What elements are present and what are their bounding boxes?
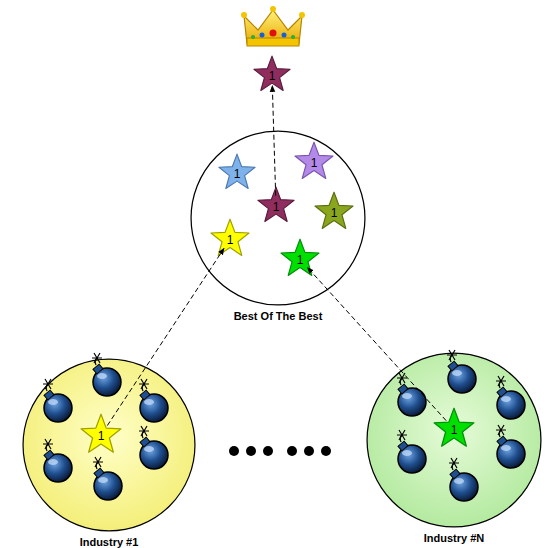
star-node: 1: [433, 407, 475, 449]
group-circle: Industry #N1: [366, 352, 542, 528]
star-node: 1: [218, 153, 256, 191]
group-label: Best Of The Best: [234, 310, 323, 322]
star-node: 1: [314, 191, 354, 231]
rank-number: 1: [314, 207, 354, 219]
group-circle: Industry #11: [22, 358, 196, 532]
dashed-connector: [107, 248, 224, 425]
rank-number: 1: [218, 168, 256, 180]
group-label: Industry #1: [80, 536, 139, 548]
rank-number: 1: [433, 424, 475, 436]
rank-number: 1: [294, 157, 334, 169]
star-node: 1: [80, 413, 122, 455]
crown: [241, 6, 305, 46]
group-circle: Best Of The Best111111: [190, 130, 366, 306]
rank-number: 1: [280, 254, 320, 266]
star-node: 1: [253, 55, 291, 93]
dashed-connector: [307, 267, 446, 420]
star-node: 1: [280, 238, 320, 278]
rank-number: 1: [257, 201, 295, 213]
rank-number: 1: [80, 430, 122, 442]
ellipsis-dots: [229, 446, 331, 456]
star-node: 1: [210, 218, 250, 258]
circle-shape: [366, 352, 542, 528]
rank-number: 1: [253, 70, 291, 82]
rank-number: 1: [210, 234, 250, 246]
dashed-connector: [272, 86, 275, 196]
group-label: Industry #N: [424, 532, 485, 544]
star-node: 1: [294, 141, 334, 181]
star-node: 1: [257, 186, 295, 224]
